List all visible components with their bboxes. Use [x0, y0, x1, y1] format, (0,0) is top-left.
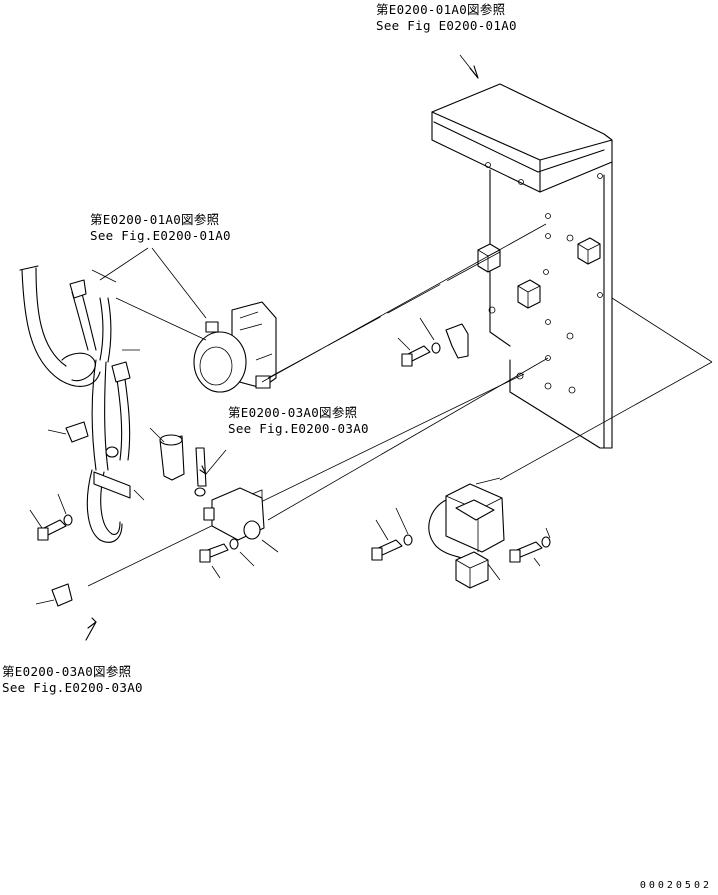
callout-top-right: 第E0200-01A0図参照 See Fig E0200-01A0 — [376, 2, 517, 34]
callout-bottom-left: 第E0200-03A0図参照 See Fig.E0200-03A0 — [2, 664, 143, 696]
callout-upper-left: 第E0200-01A0図参照 See Fig.E0200-01A0 — [90, 212, 231, 244]
callout-top-right-jp: 第E0200-01A0図参照 — [376, 2, 506, 17]
figure-number: 00020502 — [639, 880, 712, 891]
bolt-left — [29, 493, 73, 541]
connector-caps — [35, 421, 207, 607]
callout-top-right-en: See Fig E0200-01A0 — [376, 18, 517, 33]
callout-upper-left-en: See Fig.E0200-01A0 — [90, 228, 231, 243]
callout-center: 第E0200-03A0図参照 See Fig.E0200-03A0 — [228, 405, 369, 437]
mounting-bracket — [431, 83, 613, 449]
wiring-harness — [19, 265, 145, 543]
callout-bottom-left-jp: 第E0200-03A0図参照 — [2, 664, 132, 679]
callout-bottom-left-en: See Fig.E0200-03A0 — [2, 680, 143, 695]
bolt-washer-right — [397, 317, 469, 367]
relay-assembly — [193, 301, 277, 393]
callout-upper-left-jp: 第E0200-01A0図参照 — [90, 212, 220, 227]
controller-module — [371, 477, 551, 589]
callout-center-en: See Fig.E0200-03A0 — [228, 421, 369, 436]
callout-center-jp: 第E0200-03A0図参照 — [228, 405, 358, 420]
relay-small — [199, 487, 279, 579]
